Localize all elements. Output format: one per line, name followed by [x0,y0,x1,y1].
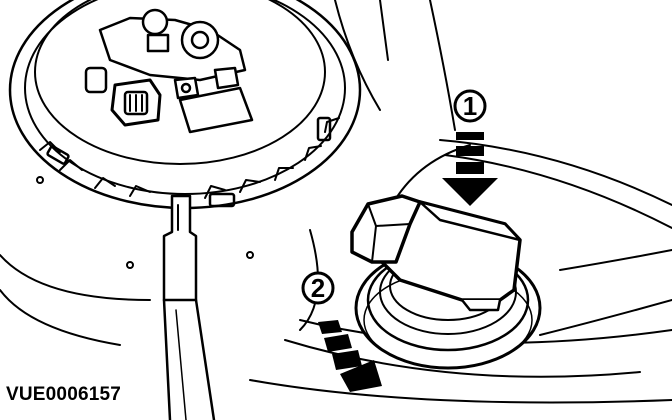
figure-code: VUE0006157 [6,384,122,405]
electrical-connector [350,194,522,312]
callout-1-label: 1 [463,91,477,121]
callout-2-circle [301,271,335,305]
callout-2: 2 [301,271,382,392]
removal-tool [162,194,216,420]
pull-out-arrow [318,320,382,392]
flange-connector [110,78,162,127]
callout-1: 1 [442,89,498,206]
callout-2-label: 2 [311,273,325,303]
callout-1-circle [453,89,487,123]
locking-ring-teeth [39,117,340,199]
press-down-arrow [442,132,498,206]
fuel-pump-flange [8,0,362,210]
